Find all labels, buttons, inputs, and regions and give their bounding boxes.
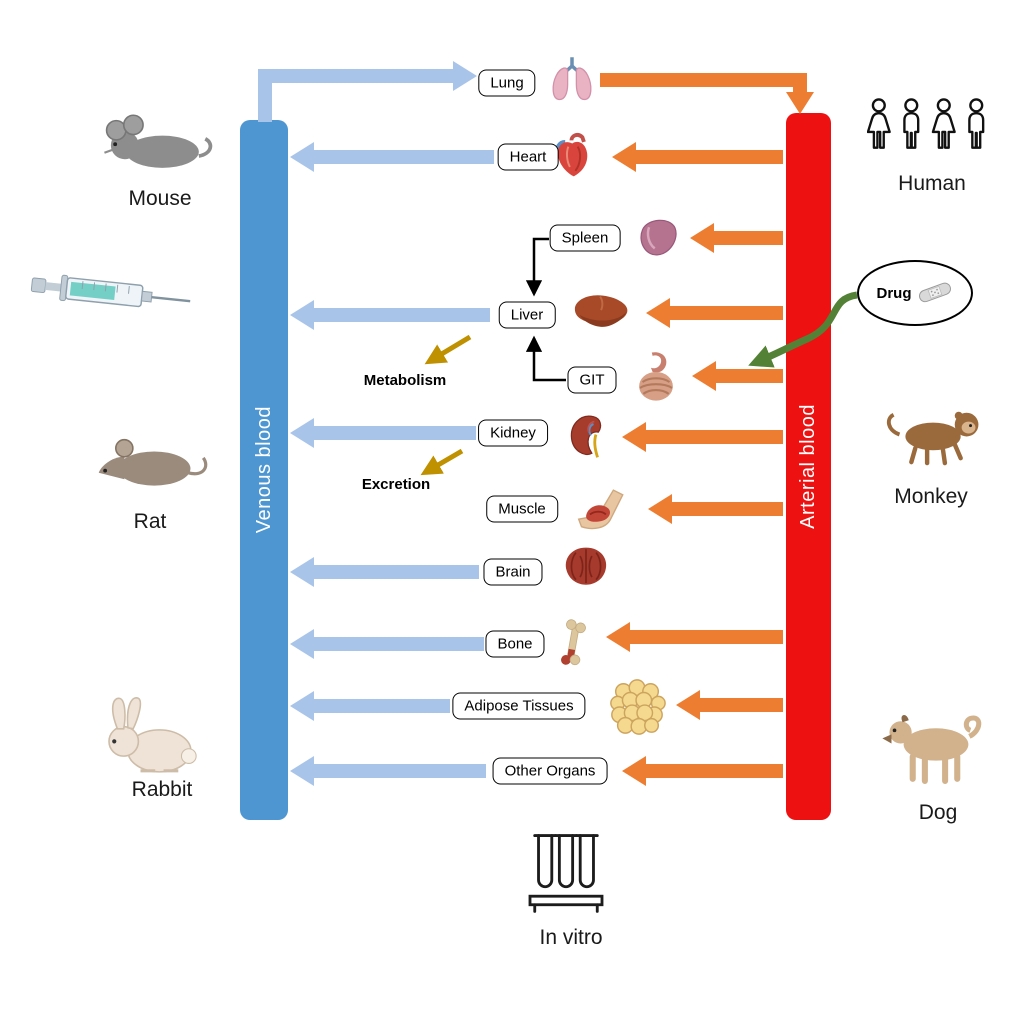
test-tubes-icon — [518, 828, 614, 918]
bone-to-venous-arrow — [290, 629, 484, 659]
liver-label: Liver — [498, 301, 556, 329]
mouse-icon — [98, 108, 216, 174]
brain-to-venous-arrow — [290, 557, 479, 587]
rat-label: Rat — [133, 510, 167, 533]
muscle-icon — [574, 477, 634, 537]
arterial-to-kidney-arrow — [622, 422, 783, 452]
arterial-to-heart-arrow — [612, 142, 783, 172]
drug-label: Drug — [876, 284, 912, 302]
adipose-tissue-icon — [606, 676, 668, 738]
dog-icon — [880, 702, 992, 788]
syringe-icon — [30, 264, 195, 322]
git-icon — [629, 350, 683, 404]
spleen-icon — [632, 211, 684, 263]
liver-to-venous-arrow — [290, 300, 490, 330]
heart-to-venous-arrow — [290, 142, 494, 172]
spleen-to-liver-arrow — [525, 237, 549, 297]
dog-label: Dog — [918, 801, 958, 824]
arterial-to-bone-arrow — [606, 622, 783, 652]
arterial-to-spleen-arrow — [690, 223, 783, 253]
arterial-to-adipose-arrow — [676, 690, 783, 720]
other-organs-to-venous-arrow — [290, 756, 486, 786]
bone-label: Bone — [485, 630, 545, 658]
venous-to-lung-arrow — [258, 61, 477, 122]
drug-to-git-arrow — [748, 291, 858, 368]
lung-to-arterial-arrow — [600, 73, 814, 114]
excretion-label: Excretion — [361, 476, 431, 493]
adipose-tissues-label: Adipose Tissues — [452, 692, 586, 720]
spleen-label: Spleen — [549, 224, 621, 252]
other-organs-label: Other Organs — [492, 757, 608, 785]
rabbit-icon — [98, 691, 204, 775]
arterial-to-liver-arrow — [646, 298, 783, 328]
brain-label: Brain — [483, 558, 543, 586]
arterial-to-other-organs-arrow — [622, 756, 783, 786]
metabolism-label: Metabolism — [363, 372, 447, 389]
liver-to-metabolism-arrow — [424, 334, 472, 365]
arterial-to-git-arrow — [692, 361, 783, 391]
in-vitro-label: In vitro — [539, 926, 603, 949]
arterial-to-muscle-arrow — [648, 494, 783, 524]
lung-label: Lung — [478, 69, 536, 97]
heart-label: Heart — [497, 143, 559, 171]
bandage-icon — [916, 281, 954, 305]
adipose-to-venous-arrow — [290, 691, 450, 721]
bone-icon — [547, 614, 599, 672]
git-label: GIT — [567, 366, 617, 394]
heart-icon — [548, 131, 598, 181]
kidney-to-excretion-arrow — [420, 448, 464, 476]
rabbit-label: Rabbit — [131, 778, 193, 801]
rat-icon — [92, 428, 210, 492]
drug-capsule: Drug — [857, 260, 973, 326]
monkey-icon — [876, 395, 996, 469]
venous-blood-bar: Venous blood — [240, 120, 288, 820]
monkey-label: Monkey — [894, 485, 968, 508]
kidney-to-venous-arrow — [290, 418, 476, 448]
kidney-icon — [561, 411, 613, 463]
kidney-label: Kidney — [478, 419, 548, 447]
liver-icon — [571, 283, 633, 345]
brain-icon — [559, 540, 613, 594]
git-to-liver-arrow — [525, 335, 566, 382]
arterial-blood-bar: Arterial blood — [786, 113, 831, 820]
human-group-icon — [867, 97, 993, 159]
muscle-label: Muscle — [486, 495, 558, 523]
lungs-icon — [544, 52, 600, 108]
mouse-label: Mouse — [128, 187, 192, 210]
human-label: Human — [898, 172, 966, 195]
